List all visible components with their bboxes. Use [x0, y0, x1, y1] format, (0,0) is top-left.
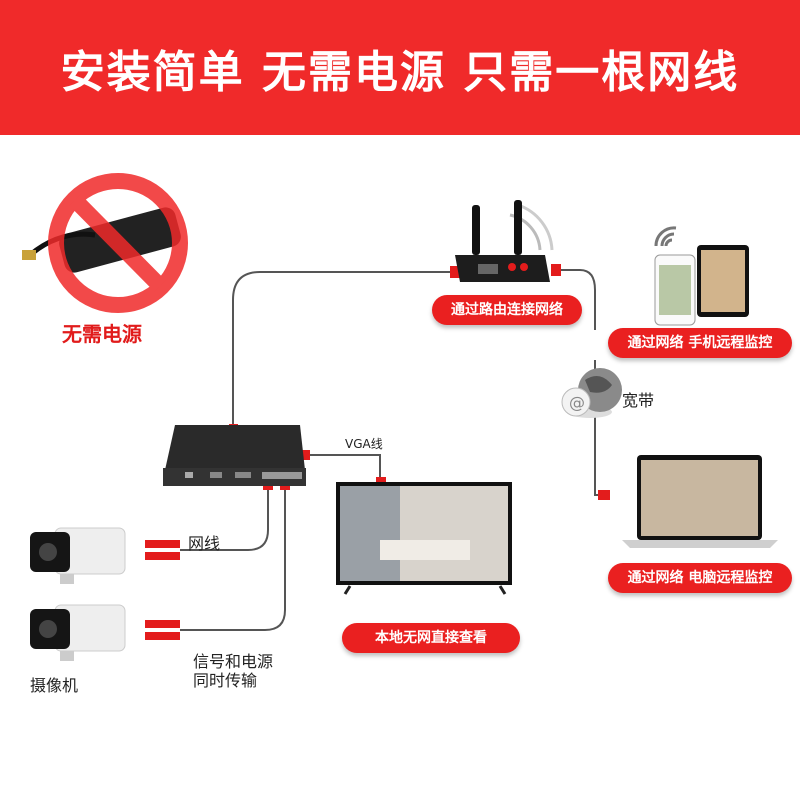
- local-view-caption: 本地无网直接查看: [342, 623, 520, 653]
- cam1-cable: [180, 488, 269, 551]
- network-cable-label: 网线: [188, 534, 221, 553]
- tv-icon: [336, 482, 512, 595]
- svg-text:@: @: [569, 393, 585, 412]
- top-banner: 安装简单 无需电源 只需一根网线: [0, 0, 800, 135]
- camera-icon: [30, 604, 126, 661]
- router-caption: 通过路由连接网络: [432, 295, 582, 325]
- router-icon: [455, 200, 554, 282]
- globe-icon: @: [561, 368, 622, 418]
- vga-label: VGA线: [345, 437, 383, 451]
- nvr-router-line: [232, 271, 450, 428]
- camera-label: 摄像机: [30, 676, 79, 695]
- router-phone-line: [555, 269, 596, 330]
- signal-power-label-2: 同时传输: [193, 671, 258, 690]
- wifi-icon: [654, 226, 677, 247]
- vga-line: [305, 454, 381, 482]
- cam2-cable: [180, 488, 286, 631]
- phone-icon: [654, 254, 696, 326]
- nvr-icon: [163, 425, 306, 486]
- prohibited-icon: [48, 173, 188, 313]
- broadband-label: 宽带: [622, 391, 655, 410]
- tablet-icon: [697, 245, 749, 317]
- signal-power-label-1: 信号和电源: [193, 652, 274, 671]
- power-adapter-icon: [22, 207, 181, 273]
- camera-icon: [30, 527, 126, 584]
- pc-caption: 通过网络 电脑远程监控: [608, 563, 792, 593]
- laptop-icon: [622, 455, 778, 548]
- phone-caption: 通过网络 手机远程监控: [608, 328, 792, 358]
- no-power-label: 无需电源: [62, 322, 142, 346]
- banner-title: 安装简单 无需电源 只需一根网线: [60, 47, 740, 98]
